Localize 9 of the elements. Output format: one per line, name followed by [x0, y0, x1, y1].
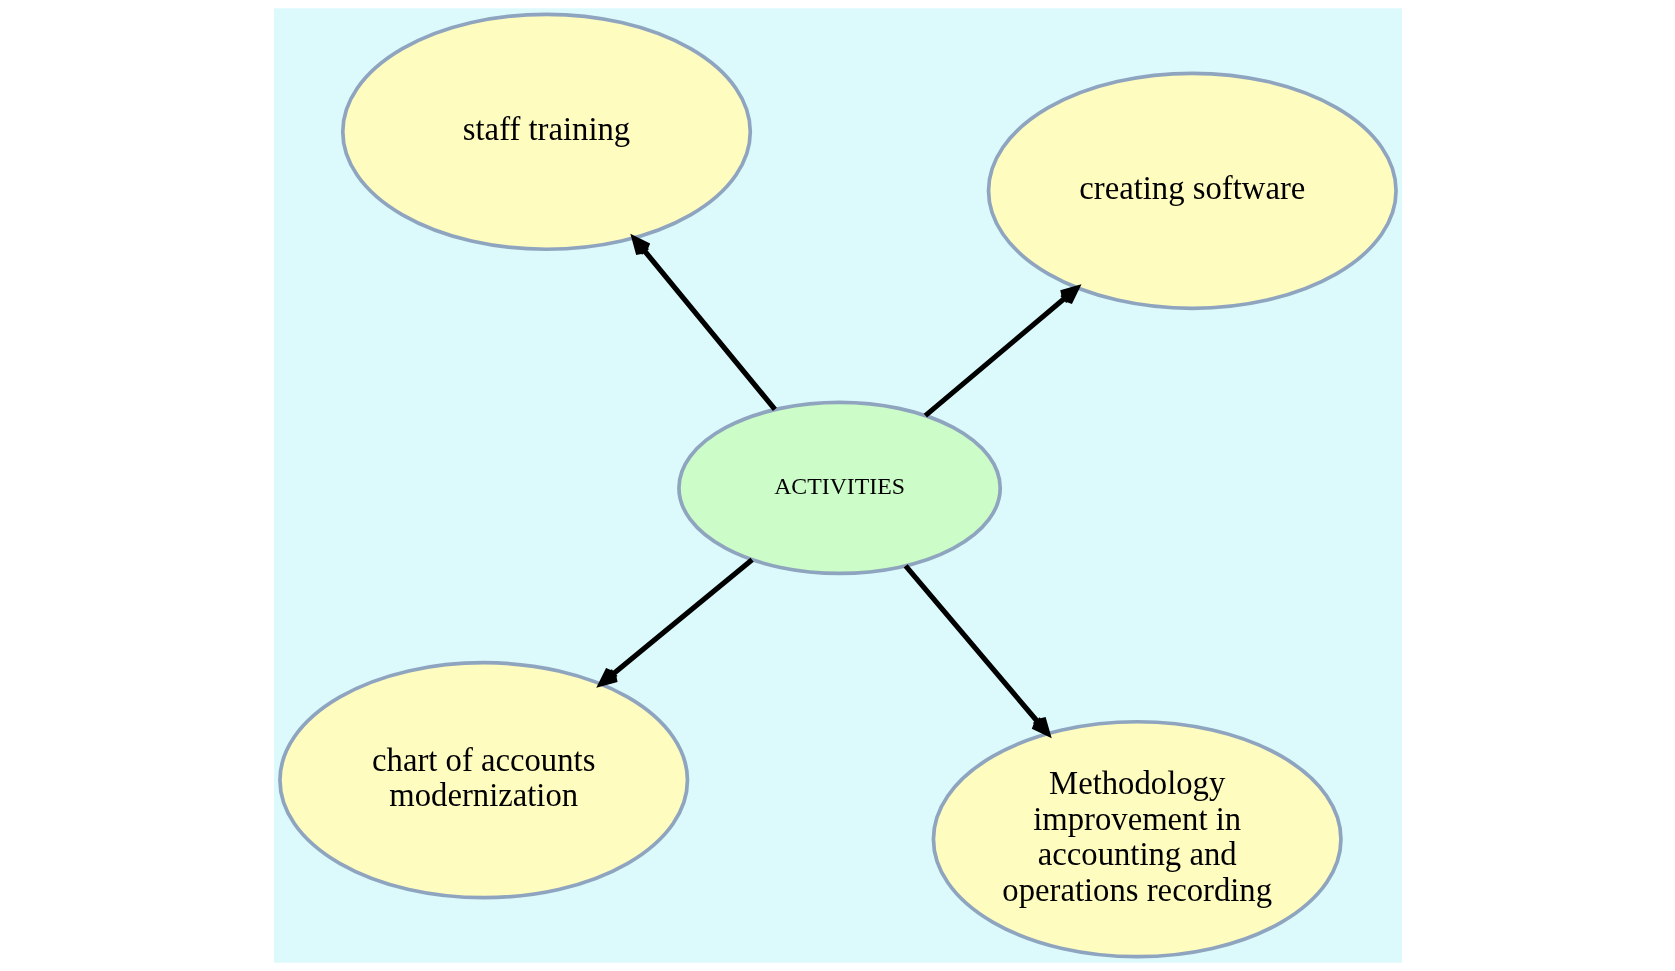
arrow: [923, 285, 1079, 418]
arrow: [598, 557, 754, 687]
arrow: [903, 564, 1050, 737]
node-ellipse: ACTIVITIES: [676, 400, 1002, 576]
node-ellipse: creating software: [986, 71, 1398, 311]
node-ellipse: Methodology improvement in accounting and operations recording: [931, 719, 1343, 959]
node-ellipse: chart of accounts modernization: [277, 660, 689, 900]
node-ellipse: staff training: [340, 12, 752, 252]
arrow: [631, 235, 777, 411]
